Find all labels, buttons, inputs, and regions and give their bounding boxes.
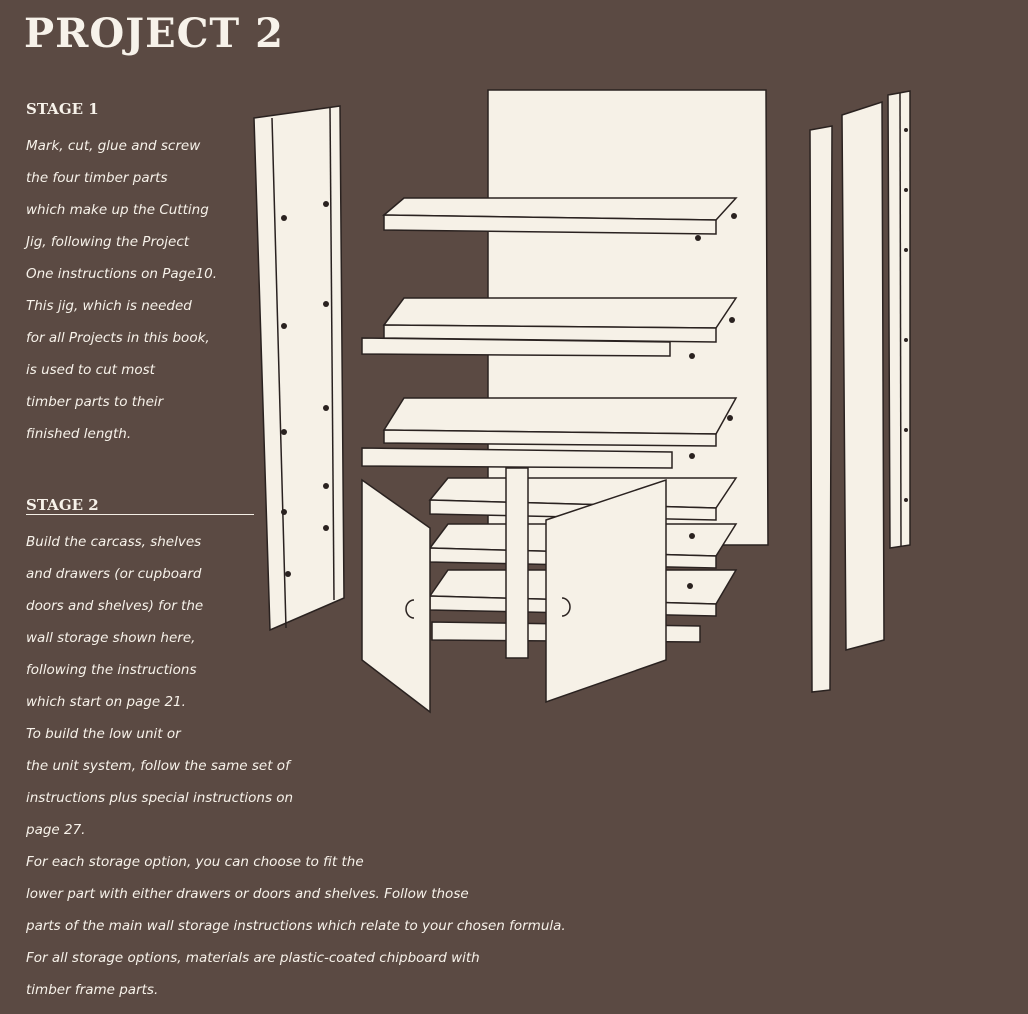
- stage-2-line: doors and shelves) for the: [26, 598, 204, 614]
- exploded-cabinet-illustration: [253, 89, 911, 714]
- stage-2-line: lower part with either drawers or doors …: [26, 886, 469, 902]
- stage-2-underline: [26, 514, 254, 515]
- stage-1-line: for all Projects in this book,: [26, 330, 210, 346]
- stage-2-line: parts of the main wall storage instructi…: [26, 918, 566, 934]
- stage-2-line: wall storage shown here,: [26, 630, 196, 646]
- stage-1-line: the four timber parts: [26, 170, 168, 186]
- mid-rail: [361, 447, 673, 469]
- stage-1-line: This jig, which is needed: [26, 298, 192, 314]
- stage-2-line: which start on page 21.: [26, 694, 186, 710]
- stage-2-line: Build the carcass, shelves: [26, 534, 202, 550]
- stage-1-heading: STAGE 1: [26, 100, 99, 118]
- stage-2-line: following the instructions: [26, 662, 197, 678]
- stage-2-text: Build the carcass, shelves and drawers (…: [26, 518, 666, 1014]
- stage-1-line: finished length.: [26, 426, 132, 442]
- document-page: PROJECT 2 STAGE 1 Mark, cut, glue and sc…: [24, 10, 911, 998]
- stage-2-line: timber frame parts.: [26, 982, 159, 998]
- stage-1-line: which make up the Cutting: [26, 202, 209, 218]
- stage-1-line: One instructions on Page10.: [26, 266, 217, 282]
- stage-2-line: For all storage options, materials are p…: [26, 950, 480, 966]
- shelf-2: [382, 297, 738, 329]
- right-narrow-rail: [809, 125, 833, 693]
- stage-1-line: Jig, following the Project: [26, 234, 190, 250]
- stage-2-line: To build the low unit or: [26, 726, 181, 742]
- page-title: PROJECT 2: [24, 10, 284, 57]
- shelf-3-front-rail: [361, 337, 671, 357]
- right-back-rail: [887, 90, 911, 549]
- shelf-3: [382, 397, 738, 435]
- left-door: [361, 478, 431, 714]
- center-divider: [505, 467, 529, 659]
- right-side-panel: [841, 100, 885, 651]
- right-door: [545, 478, 667, 704]
- stage-1-text: Mark, cut, glue and screw the four timbe…: [26, 122, 256, 458]
- stage-2-line: and drawers (or cupboard: [26, 566, 202, 582]
- stage-2-line: For each storage option, you can choose …: [26, 854, 364, 870]
- stage-1-line: is used to cut most: [26, 362, 155, 378]
- stage-1-line: timber parts to their: [26, 394, 164, 410]
- left-side-panel: [253, 105, 345, 632]
- stage-2-heading: STAGE 2: [26, 496, 99, 514]
- stage-2-line: the unit system, follow the same set of: [26, 758, 290, 774]
- stage-2-line: page 27.: [26, 822, 86, 838]
- stage-2-line: instructions plus special instructions o…: [26, 790, 294, 806]
- stage-1-line: Mark, cut, glue and screw: [26, 138, 201, 154]
